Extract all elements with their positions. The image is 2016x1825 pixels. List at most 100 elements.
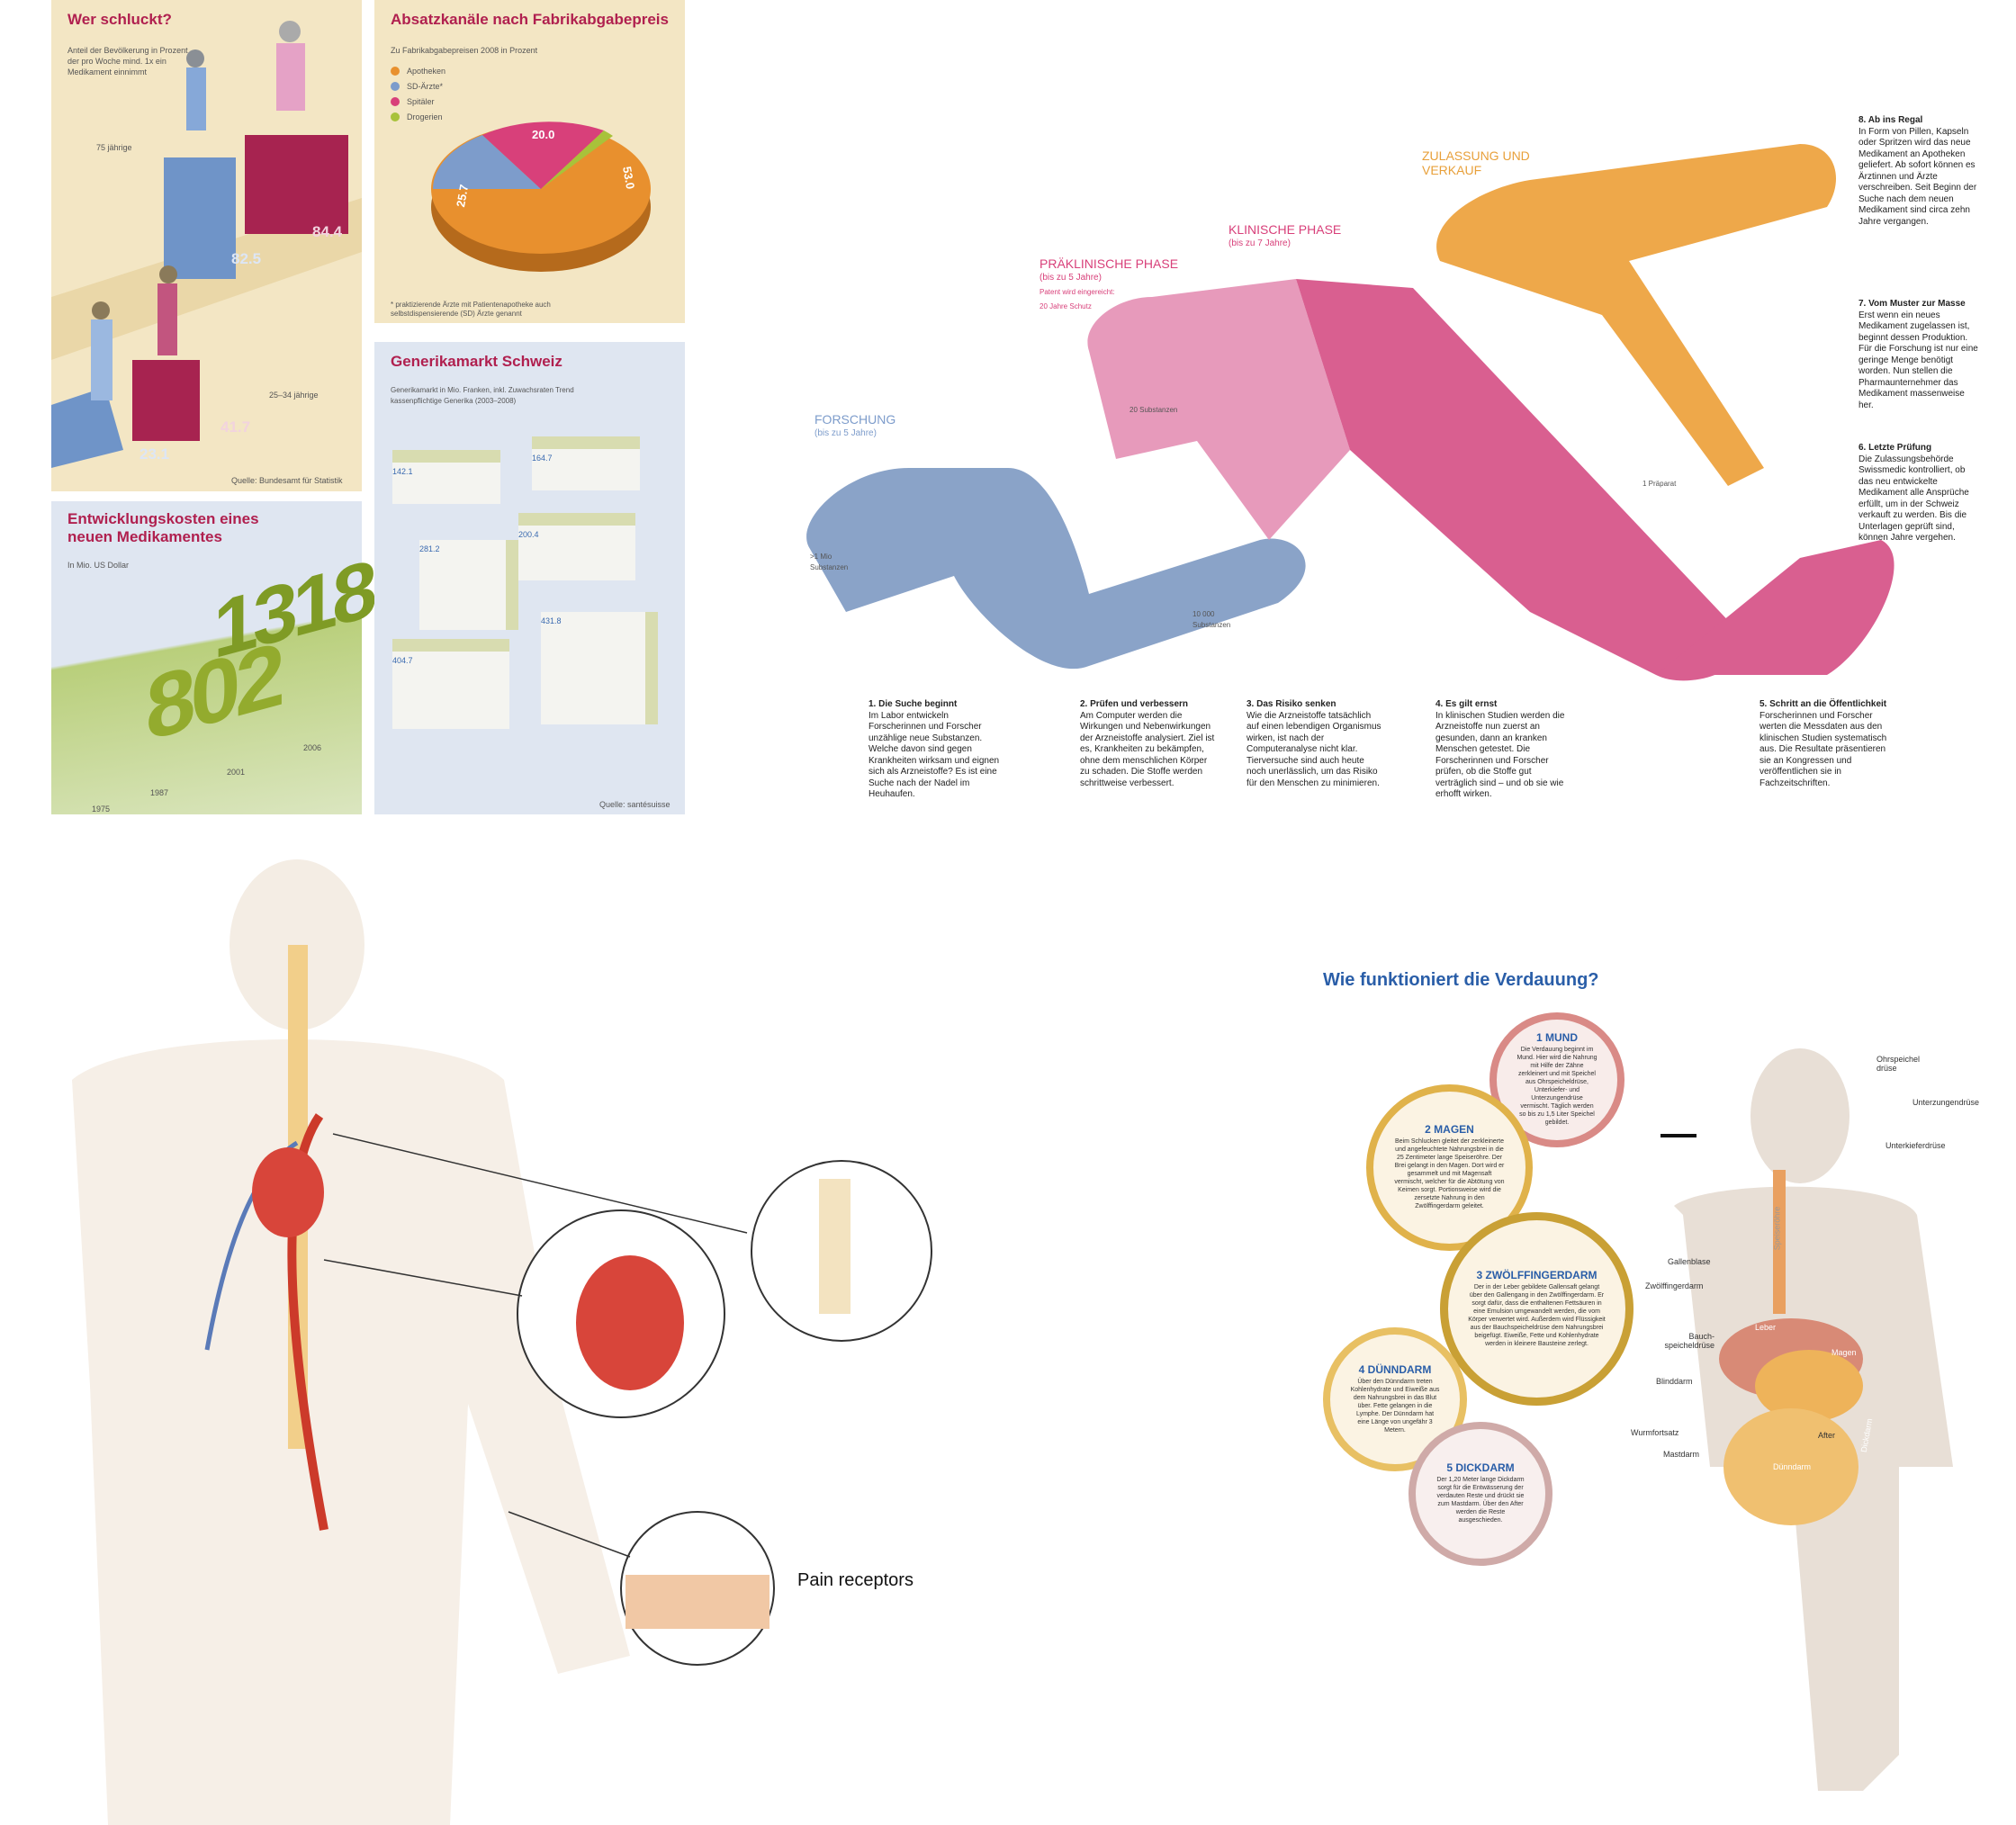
phase-praeklinisch: PRÄKLINISCHE PHASE(bis zu 5 Jahre)Patent… — [1040, 256, 1179, 310]
year-label: 2006 — [303, 743, 322, 752]
pie-chart — [431, 121, 651, 272]
path-praeklinisch — [1087, 279, 1350, 540]
legend-item: Apotheken — [391, 63, 446, 78]
panel-title: Absatzkanäle nach Fabrikabgabepreis — [391, 11, 669, 28]
pill-icon — [391, 81, 400, 91]
organ-label: Wurmfortsatz — [1631, 1428, 1679, 1437]
bar-figures — [51, 21, 362, 468]
source: Quelle: Bundesamt für Statistik — [231, 476, 343, 485]
bar-old-men — [164, 157, 236, 279]
year-label: 2001 — [227, 768, 246, 777]
drug-development-flow: FORSCHUNG(bis zu 5 Jahre) PRÄKLINISCHE P… — [792, 54, 2016, 810]
money-stack: 431.8 — [541, 612, 658, 724]
group-label-old: 75 jährige — [96, 143, 132, 152]
value-young-men: 23.1 — [140, 445, 170, 463]
flow-path — [806, 144, 1894, 681]
legend-item: Drogerien — [391, 109, 446, 124]
year-label: 1987 — [150, 788, 169, 797]
organ-label: Ohrspeichel drüse — [1876, 1055, 1921, 1073]
legend-item: SD-Ärzte* — [391, 78, 446, 94]
value-old-men: 82.5 — [231, 250, 262, 267]
bar-old-women — [245, 135, 348, 234]
child-figure — [1660, 1048, 1953, 1791]
pill-icon — [391, 96, 400, 106]
year-label: 1975 — [92, 805, 111, 814]
organ-label: After — [1818, 1431, 1836, 1440]
panel-title: Wer schluckt? — [68, 11, 172, 28]
panel-subtitle: In Mio. US Dollar — [68, 561, 130, 570]
value-2006: 1318 — [213, 544, 373, 677]
organ-label: Leber — [1755, 1323, 1777, 1332]
absatz-panel: Absatzkanäle nach Fabrikabgabepreis Zu F… — [374, 0, 685, 323]
wer-schluckt-panel: Wer schluckt? Anteil der Bevölkerung in … — [51, 0, 362, 491]
group-label-young: 25–34 jährige — [269, 391, 319, 400]
money-stack: 281.2 — [419, 540, 518, 630]
path-forschung — [806, 468, 1306, 670]
entwicklung-panel: Entwicklungskosten eines neuen Medikamen… — [51, 501, 372, 814]
organ-label: Dünndarm — [1773, 1462, 1812, 1471]
count-label: >1 Mio Substanzen — [810, 553, 849, 571]
organ-label: Speiseröhre — [1772, 1206, 1782, 1251]
stomach — [1755, 1350, 1863, 1422]
nervous-system-illustration: Pain receptors — [0, 846, 990, 1825]
generika-panel: Generikamarkt Schweiz Generikamarkt in M… — [374, 342, 685, 814]
organ-label: Gallenblase — [1668, 1257, 1711, 1266]
slice-spitaeler — [482, 121, 604, 189]
pill-icon — [391, 66, 400, 76]
panel-subtitle: Zu Fabrikabgabepreisen 2008 in Prozent — [391, 46, 538, 55]
legend: Apotheken SD-Ärzte* Spitäler Drogerien — [391, 63, 446, 124]
path-zulassung — [1436, 144, 1836, 486]
bar-young-men — [51, 387, 123, 468]
phase-klinisch: KLINISCHE PHASE(bis zu 7 Jahre) — [1228, 222, 1342, 248]
organ-label: Magen — [1832, 1348, 1857, 1357]
small-intestine — [1724, 1408, 1858, 1525]
organ-label: Zwölffingerdarm — [1645, 1281, 1704, 1290]
pain-receptors-label: Pain receptors — [797, 1570, 914, 1590]
organ-label: Mastdarm — [1663, 1450, 1700, 1459]
panel-subtitle: Generikamarkt in Mio. Franken, inkl. Zuw… — [391, 386, 574, 405]
value-old-women: 84.4 — [312, 223, 343, 240]
bar-young-women — [132, 360, 200, 441]
money-stack: 142.1 — [392, 450, 500, 504]
count-label: 1 Präparat — [1642, 480, 1677, 488]
value-spitaeler: 20.0 — [532, 128, 555, 141]
money-stack: 164.7 — [532, 436, 640, 490]
phase-forschung: FORSCHUNG(bis zu 5 Jahre) — [814, 412, 896, 438]
panel-title: Entwicklungskosten eines neuen Medikamen… — [68, 510, 259, 545]
body-figure — [72, 859, 932, 1825]
organ-label: Blinddarm — [1656, 1377, 1693, 1386]
organ-label: Unterkieferdrüse — [1886, 1141, 1946, 1150]
phase-zulassung: ZULASSUNG UND VERKAUF — [1422, 148, 1530, 177]
person-figure — [186, 49, 204, 67]
panel-subtitle: Anteil der Bevölkerung in Prozent, der p… — [68, 46, 191, 76]
esophagus — [1773, 1170, 1786, 1314]
panel-title: Generikamarkt Schweiz — [391, 353, 562, 370]
heart — [252, 1147, 324, 1237]
money-stack: 404.7 — [392, 639, 509, 729]
pill-icon — [391, 112, 400, 121]
slice-drogerien — [541, 130, 613, 189]
panel-title: Wie funktioniert die Verdauung? — [1323, 970, 1599, 990]
organ-label: Unterzungendrüse — [1912, 1098, 1980, 1107]
value-young-women: 41.7 — [220, 418, 251, 436]
count-label: 20 Substanzen — [1130, 406, 1178, 414]
legend-item: Spitäler — [391, 94, 446, 109]
path-klinisch — [1296, 279, 1743, 681]
count-label: 10 000 Substanzen — [1192, 610, 1231, 629]
footnote: * praktizierende Ärzte mit Patientenapot… — [391, 301, 551, 318]
organ-label: Bauch- speicheldrüse — [1664, 1332, 1714, 1350]
slice-sd-aerzte — [433, 135, 541, 189]
